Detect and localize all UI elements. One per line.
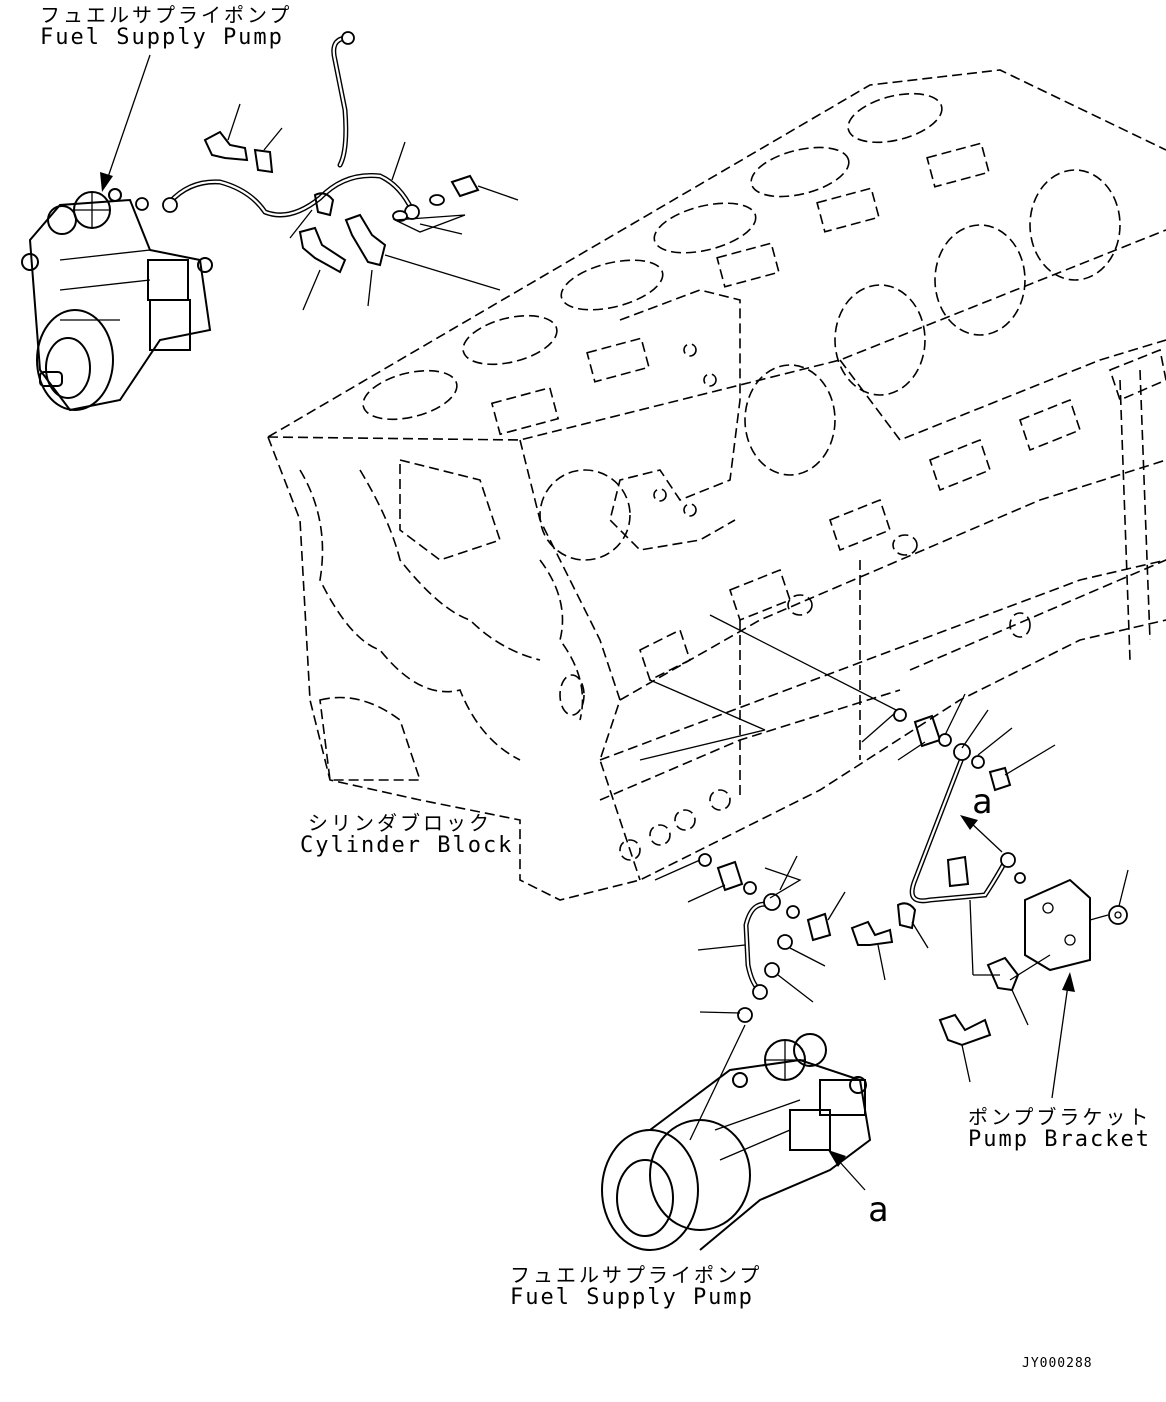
cylinder-bores-left xyxy=(362,92,990,436)
label-en: Fuel Supply Pump xyxy=(510,1285,754,1310)
label-en: Cylinder Block xyxy=(300,833,514,858)
fuel-supply-pump-top xyxy=(21,188,213,412)
label-en: Pump Bracket xyxy=(968,1127,1151,1152)
top-hardware xyxy=(100,54,519,311)
view-ref-lower: a xyxy=(868,1190,889,1230)
label-jp: フュエルサプライポンプ xyxy=(40,3,293,27)
label-cylinder-block: シリンダブロック Cylinder Block xyxy=(300,811,514,858)
cylinder-bores-right xyxy=(539,169,1121,561)
label-jp: シリンダブロック xyxy=(308,811,492,835)
block-casting-detail xyxy=(299,289,1166,861)
label-fuel-supply-pump-top: フュエルサプライポンプ Fuel Supply Pump xyxy=(40,3,293,50)
label-jp: ポンプブラケット xyxy=(968,1105,1152,1129)
lower-fuel-lines xyxy=(639,614,1129,1083)
view-ref-upper: a xyxy=(972,782,993,822)
pump-bracket xyxy=(1009,878,1128,1099)
fuel-tube-top xyxy=(135,31,420,220)
label-pump-bracket: ポンプブラケット Pump Bracket xyxy=(968,1105,1152,1152)
cylinder-block-outline xyxy=(267,69,1166,901)
label-fuel-supply-pump-bottom: フュエルサプライポンプ Fuel Supply Pump xyxy=(510,1263,763,1310)
fuel-supply-pump-bottom xyxy=(601,1024,872,1251)
label-en: Fuel Supply Pump xyxy=(40,25,284,50)
view-arrow-upper xyxy=(960,815,1003,853)
drawing-code: JY000288 xyxy=(1022,1356,1093,1371)
label-jp: フュエルサプライポンプ xyxy=(510,1263,763,1287)
